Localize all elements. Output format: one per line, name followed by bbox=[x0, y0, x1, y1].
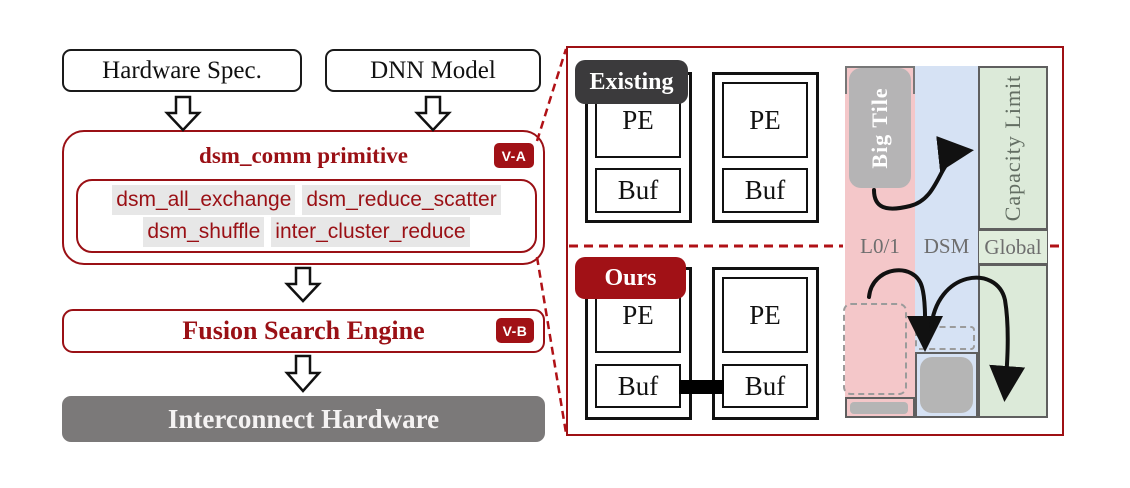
section-badge-vb: V-B bbox=[496, 318, 534, 343]
dnn-model-label: DNN Model bbox=[370, 56, 496, 84]
existing-pe-2: PE bbox=[722, 82, 808, 158]
section-badge-va: V-A bbox=[494, 143, 534, 168]
l01-tile-bracket bbox=[845, 66, 915, 94]
global-lower-box bbox=[978, 264, 1048, 418]
big-tile-block: Big Tile bbox=[849, 68, 911, 188]
existing-tag: Existing bbox=[575, 60, 688, 104]
ours-buf-2: Buf bbox=[722, 364, 808, 408]
hardware-spec-box: Hardware Spec. bbox=[62, 49, 302, 92]
primitive-list-box: dsm_all_exchange dsm_reduce_scatter dsm_… bbox=[76, 179, 537, 253]
l01-dashed-tile bbox=[843, 303, 907, 395]
l01-small-tile bbox=[850, 402, 908, 414]
interconnect-hardware-box: Interconnect Hardware bbox=[62, 396, 545, 442]
interconnect-hardware-label: Interconnect Hardware bbox=[167, 403, 440, 434]
primitive-dsm-all-exchange: dsm_all_exchange bbox=[112, 185, 296, 215]
fusion-search-engine-label: Fusion Search Engine bbox=[182, 316, 425, 345]
capacity-limit-box: Capacity Limit bbox=[978, 66, 1048, 230]
ours-tag: Ours bbox=[575, 257, 686, 299]
primitive-inter-cluster-reduce: inter_cluster_reduce bbox=[271, 217, 470, 247]
dsm-tile bbox=[920, 357, 973, 413]
dnn-model-box: DNN Model bbox=[325, 49, 541, 92]
big-tile-label: Big Tile bbox=[867, 87, 892, 169]
dsm-comm-title: dsm_comm primitive bbox=[199, 143, 408, 168]
primitive-dsm-reduce-scatter: dsm_reduce_scatter bbox=[302, 185, 501, 215]
memory-level-global: Global bbox=[984, 234, 1042, 259]
global-label-cell: Global bbox=[978, 230, 1048, 264]
dsm-dashed-tile bbox=[915, 326, 975, 350]
memory-level-l01: L0/1 bbox=[860, 233, 900, 258]
ours-buf-1: Buf bbox=[595, 364, 681, 408]
capacity-limit-label: Capacity Limit bbox=[1000, 74, 1025, 222]
primitive-dsm-shuffle: dsm_shuffle bbox=[143, 217, 265, 247]
hardware-spec-label: Hardware Spec. bbox=[102, 56, 262, 84]
fusion-search-engine-box: Fusion Search Engine bbox=[62, 309, 545, 353]
existing-buf-1: Buf bbox=[595, 168, 681, 213]
existing-buf-2: Buf bbox=[722, 168, 808, 213]
buf-link-bar bbox=[679, 380, 724, 394]
ours-pe-2: PE bbox=[722, 277, 808, 353]
memory-level-dsm: DSM bbox=[923, 233, 970, 258]
